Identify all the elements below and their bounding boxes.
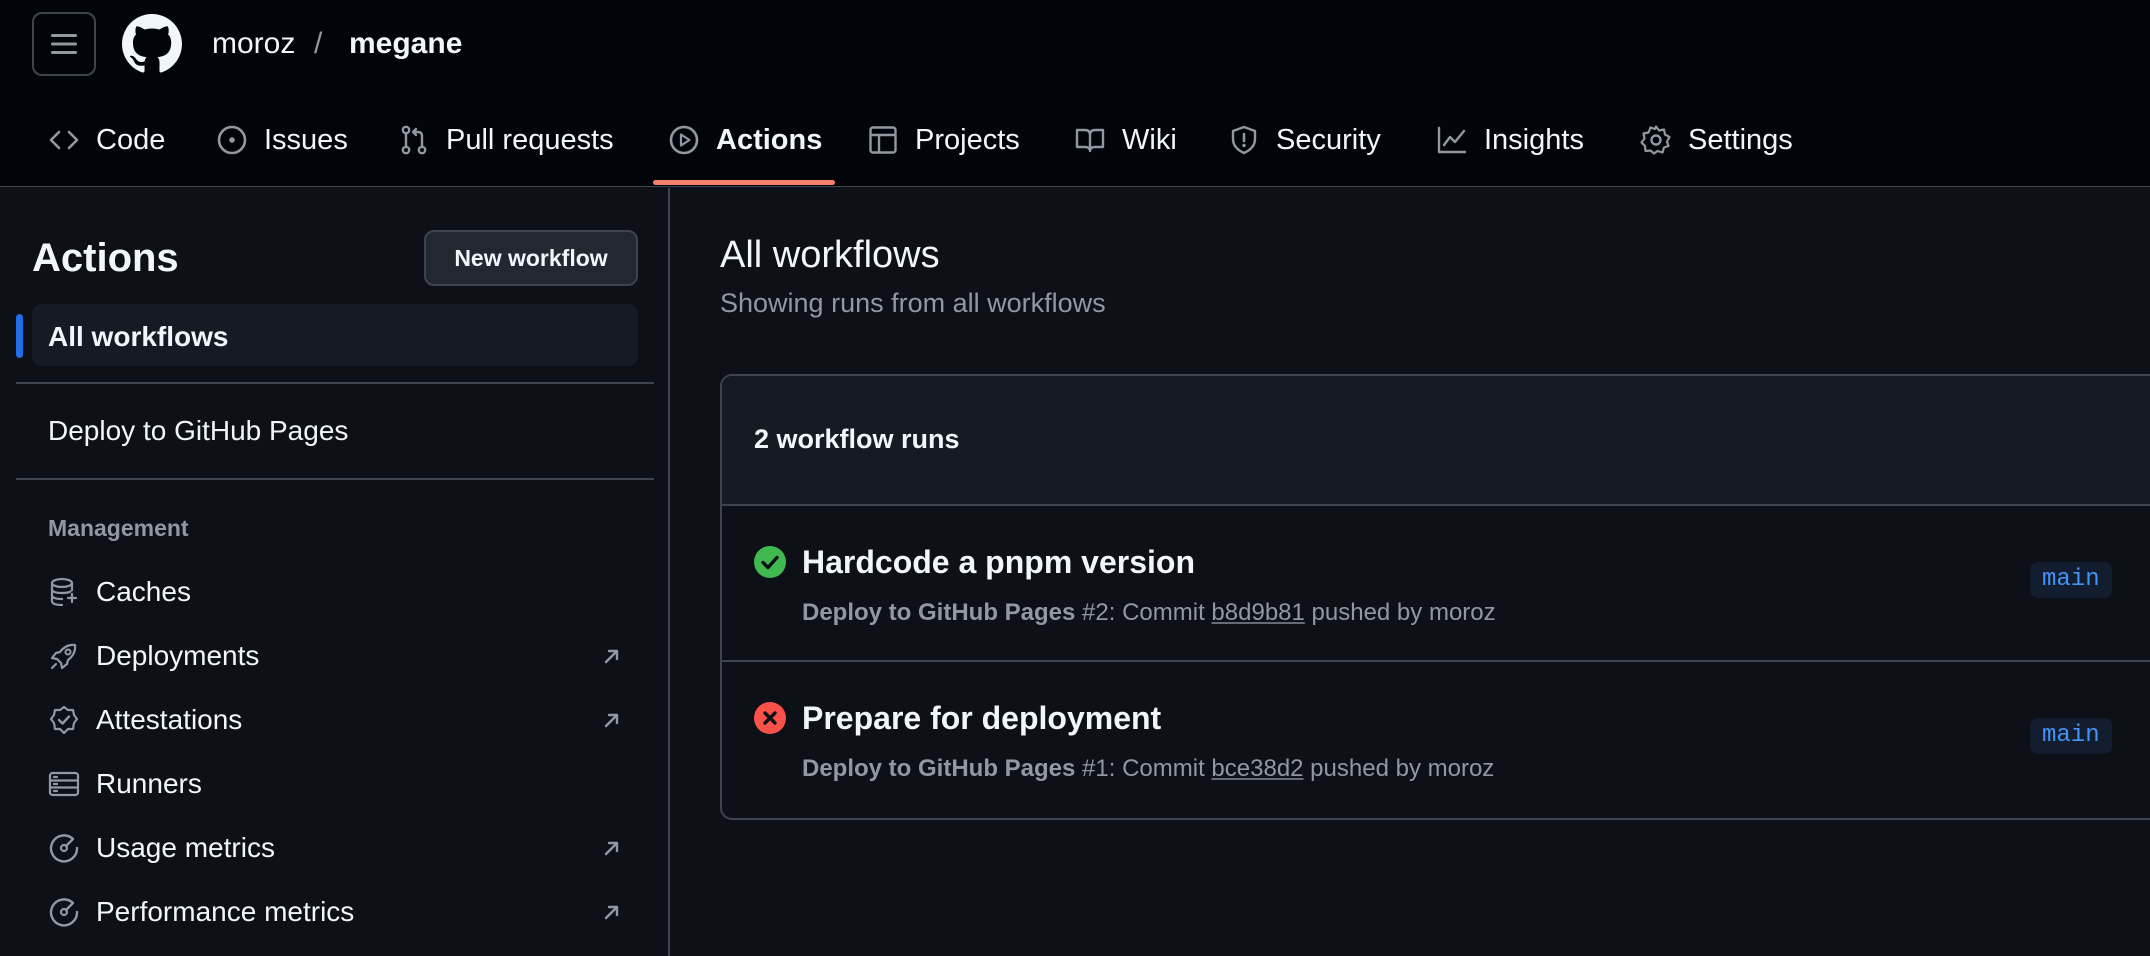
tab-insights[interactable]: Insights xyxy=(1436,110,1584,170)
hamburger-icon xyxy=(51,34,77,54)
actions-sidebar: Actions New workflow All workflows Deplo… xyxy=(0,188,670,956)
new-workflow-button[interactable]: New workflow xyxy=(424,230,638,286)
workflow-run-number: #2 xyxy=(1082,599,1109,626)
tab-actions-label: Actions xyxy=(716,123,823,156)
tab-actions[interactable]: Actions xyxy=(668,110,822,170)
tab-projects[interactable]: Projects xyxy=(867,110,1020,170)
code-icon xyxy=(49,130,79,150)
active-tab-underline xyxy=(653,180,835,185)
github-logo-icon[interactable] xyxy=(122,14,182,74)
sidebar-divider xyxy=(16,478,654,480)
sidebar-divider xyxy=(16,382,654,384)
breadcrumb-repo-link[interactable]: megane xyxy=(349,27,463,60)
sidebar-item-attestations[interactable]: Attestations xyxy=(44,696,624,744)
sidebar-item-performance-metrics[interactable]: Performance metrics xyxy=(44,888,624,936)
book-icon xyxy=(1075,128,1105,153)
top-bar: moroz / megane xyxy=(0,0,2150,88)
repo-header: moroz / megane Code Issues xyxy=(0,0,2150,187)
commit-sha-link[interactable]: b8d9b81 xyxy=(1211,599,1305,626)
sidebar-item-deploy-to-github-pages[interactable]: Deploy to GitHub Pages xyxy=(48,415,349,446)
sidebar-item-deployments-label: Deployments xyxy=(96,640,260,671)
hamburger-menu-button[interactable] xyxy=(32,12,96,76)
workflow-runs-list: 2 workflow runs Hardcode a pnpm version … xyxy=(720,374,2150,820)
graph-icon xyxy=(1437,126,1467,154)
workflow-run-number: #1 xyxy=(1082,755,1109,782)
tab-code[interactable]: Code xyxy=(48,110,165,170)
workflow-run-pushed-by: pushed by moroz xyxy=(1303,755,1495,782)
link-external-icon xyxy=(604,905,619,920)
workflow-run-pushed-by: pushed by moroz xyxy=(1304,599,1496,626)
selected-indicator xyxy=(16,314,23,358)
tab-issues-label: Issues xyxy=(264,123,348,156)
gear-icon xyxy=(1640,125,1671,155)
tab-issues[interactable]: Issues xyxy=(216,110,348,170)
workflow-run-workflow-name: Deploy to GitHub Pages xyxy=(802,599,1076,626)
x-circle-icon xyxy=(754,702,786,734)
workflow-run-meta: Deploy to GitHub Pages #1: Commit bce38d… xyxy=(802,754,1494,784)
tab-security-label: Security xyxy=(1276,123,1381,156)
verified-icon xyxy=(44,700,84,740)
sidebar-title: Actions xyxy=(32,236,179,280)
branch-badge[interactable]: main xyxy=(2030,562,2112,598)
workflow-runs-header: 2 workflow runs xyxy=(722,376,2150,506)
breadcrumb-owner-link[interactable]: moroz xyxy=(212,27,296,60)
breadcrumb-separator: / xyxy=(314,27,323,60)
sidebar-item-runners[interactable]: Runners xyxy=(44,760,624,808)
table-icon xyxy=(869,126,897,154)
workflow-runs-count: 2 workflow runs xyxy=(754,424,960,454)
shield-icon xyxy=(1231,125,1257,155)
sidebar-item-runners-label: Runners xyxy=(96,768,202,799)
link-external-icon xyxy=(604,649,619,664)
sidebar-item-all-workflows-label: All workflows xyxy=(48,321,229,352)
workflow-run-commit-prefix: : Commit xyxy=(1108,599,1212,626)
tab-insights-label: Insights xyxy=(1484,123,1584,156)
tab-settings[interactable]: Settings xyxy=(1640,110,1793,170)
workflow-run-row[interactable]: Prepare for deployment Deploy to GitHub … xyxy=(722,662,2150,818)
tab-wiki-label: Wiki xyxy=(1122,123,1177,156)
play-icon xyxy=(669,125,699,155)
page-title: All workflows xyxy=(720,234,940,276)
repo-tabs: Code Issues Pull requests xyxy=(0,110,2150,187)
workflow-run-row[interactable]: Hardcode a pnpm version Deploy to GitHub… xyxy=(722,506,2150,662)
management-heading: Management xyxy=(48,515,189,541)
main-content: All workflows Showing runs from all work… xyxy=(672,188,2150,956)
commit-sha-link[interactable]: bce38d2 xyxy=(1211,755,1304,782)
branch-badge[interactable]: main xyxy=(2030,718,2112,754)
meter-icon xyxy=(44,828,84,868)
server-icon xyxy=(44,764,84,804)
link-external-icon xyxy=(604,713,619,728)
check-circle-icon xyxy=(754,546,786,578)
database-icon xyxy=(44,572,84,612)
issue-opened-icon xyxy=(217,125,247,155)
workflow-run-title[interactable]: Hardcode a pnpm version xyxy=(802,544,1195,580)
page-subtitle: Showing runs from all workflows xyxy=(720,288,1106,318)
sidebar-item-all-workflows[interactable] xyxy=(32,304,638,366)
tab-pull-requests[interactable]: Pull requests xyxy=(398,110,614,170)
meter-icon xyxy=(44,892,84,932)
rocket-icon xyxy=(44,636,84,676)
tab-wiki[interactable]: Wiki xyxy=(1074,110,1177,170)
workflow-run-title[interactable]: Prepare for deployment xyxy=(802,700,1162,736)
sidebar-item-performance-metrics-label: Performance metrics xyxy=(96,896,355,927)
sidebar-item-caches-label: Caches xyxy=(96,576,191,607)
tab-projects-label: Projects xyxy=(915,123,1020,156)
sidebar-item-usage-metrics-label: Usage metrics xyxy=(96,832,275,863)
tab-code-label: Code xyxy=(96,123,166,156)
link-external-icon xyxy=(604,841,619,856)
workflow-run-meta: Deploy to GitHub Pages #2: Commit b8d9b8… xyxy=(802,598,1496,628)
git-pull-request-icon xyxy=(401,125,427,155)
tab-pull-requests-label: Pull requests xyxy=(446,123,614,156)
sidebar-item-attestations-label: Attestations xyxy=(96,704,243,735)
sidebar-item-caches[interactable]: Caches xyxy=(44,568,624,616)
workflow-run-workflow-name: Deploy to GitHub Pages xyxy=(802,755,1076,782)
sidebar-item-deployments[interactable]: Deployments xyxy=(44,632,624,680)
sidebar-item-usage-metrics[interactable]: Usage metrics xyxy=(44,824,624,872)
workflow-run-commit-prefix: : Commit xyxy=(1108,755,1212,782)
tab-settings-label: Settings xyxy=(1688,123,1793,156)
tab-security[interactable]: Security xyxy=(1228,110,1381,170)
